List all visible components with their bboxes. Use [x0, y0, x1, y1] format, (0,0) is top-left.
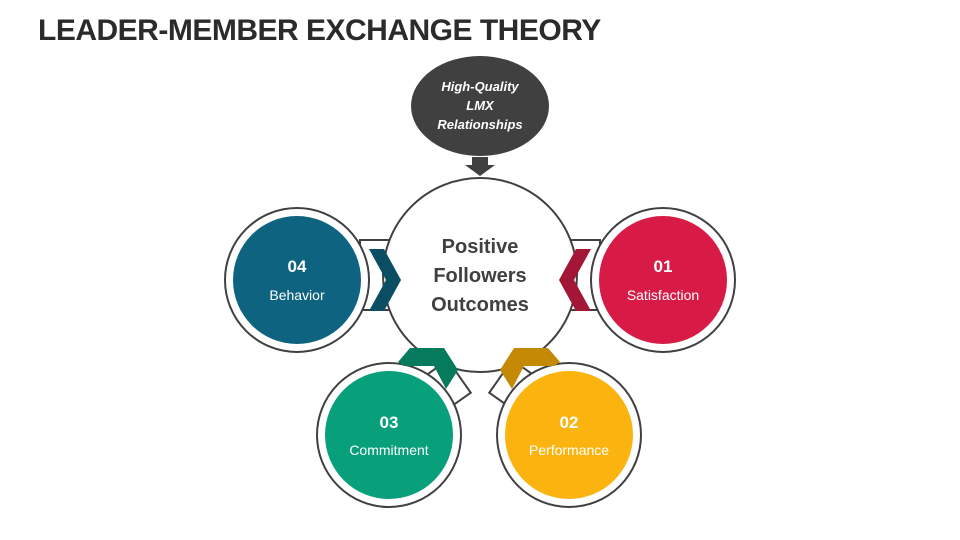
item-03-circle	[325, 371, 453, 499]
item-02-label: Performance	[529, 442, 609, 458]
item-01-label: Satisfaction	[627, 287, 699, 303]
item-04: 04 Behavior	[224, 207, 401, 353]
center-line-2: Followers	[433, 265, 526, 287]
item-03-number: 03	[380, 413, 399, 432]
item-02-number: 02	[560, 413, 579, 432]
center-line-1: Positive	[442, 236, 519, 258]
item-03-label: Commitment	[349, 442, 428, 458]
item-04-circle	[233, 216, 361, 344]
item-04-number: 04	[288, 257, 307, 276]
page-title: LEADER-MEMBER EXCHANGE THEORY	[38, 14, 601, 47]
item-02-chevron-icon	[500, 348, 560, 389]
top-bubble: High-Quality LMX Relationships	[411, 56, 549, 156]
item-04-chevron-icon	[369, 249, 401, 311]
top-bubble-line-2: LMX	[466, 98, 495, 113]
item-01: 01 Satisfaction	[559, 207, 736, 353]
center-line-3: Outcomes	[431, 294, 529, 316]
down-arrow-icon	[465, 157, 495, 176]
item-03-chevron-icon	[398, 348, 458, 389]
item-02: 02 Performance	[496, 348, 642, 508]
item-02-circle	[505, 371, 633, 499]
item-03: 03 Commitment	[316, 348, 462, 508]
center-mask-right	[550, 243, 566, 307]
item-01-chevron-icon	[559, 249, 591, 311]
top-bubble-line-3: Relationships	[437, 117, 522, 132]
top-bubble-shape	[411, 56, 549, 156]
item-01-circle	[599, 216, 727, 344]
item-01-number: 01	[654, 257, 673, 276]
item-04-label: Behavior	[269, 287, 325, 303]
center-mask-left	[394, 243, 410, 307]
center-circle	[382, 177, 578, 373]
top-bubble-line-1: High-Quality	[441, 79, 519, 94]
